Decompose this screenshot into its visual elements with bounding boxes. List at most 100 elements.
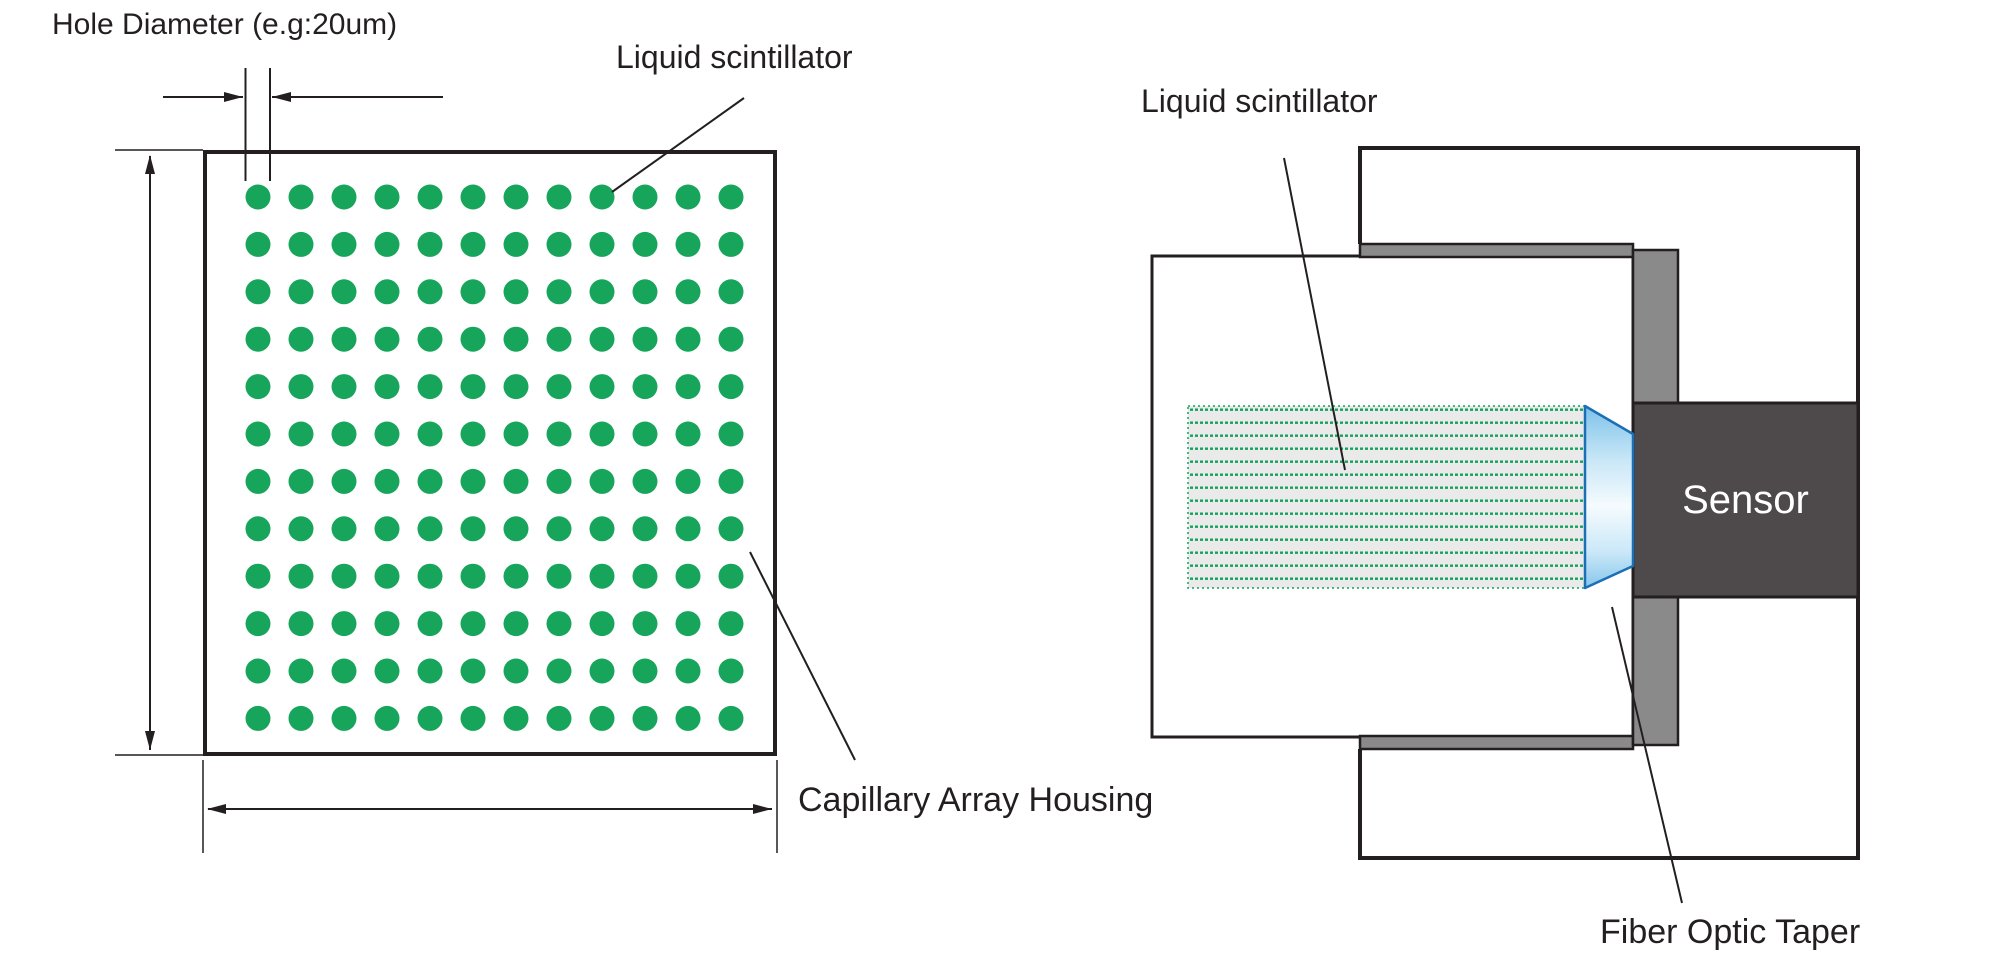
- capillary-hole-dot: [546, 563, 572, 589]
- capillary-hole-dot: [374, 468, 400, 494]
- capillary-hole-dot: [632, 563, 658, 589]
- capillary-hole-dot: [675, 468, 701, 494]
- capillary-hole-dot: [718, 421, 744, 447]
- capillary-hole-dot: [374, 231, 400, 257]
- capillary-hole-dot: [589, 658, 615, 684]
- right-diagram: [1150, 146, 1860, 904]
- capillary-hole-dot: [245, 658, 271, 684]
- capillary-hole-dot: [460, 231, 486, 257]
- capillary-hole-dot: [675, 374, 701, 400]
- capillary-hole-dot: [374, 563, 400, 589]
- capillary-hole-dot: [718, 611, 744, 637]
- capillary-hole-dot: [331, 374, 357, 400]
- capillary-hole-dot: [288, 184, 314, 210]
- capillary-hole-dot: [589, 231, 615, 257]
- leader-capillary-array-housing: [749, 551, 856, 761]
- capillary-hole-dot: [503, 184, 529, 210]
- capillary-hole-dot: [546, 516, 572, 542]
- liquid-scintillator-region: [1187, 405, 1586, 589]
- capillary-hole-dot: [417, 611, 443, 637]
- capillary-hole-dot: [417, 184, 443, 210]
- housing-width-dimension: [202, 760, 778, 853]
- capillary-hole-dot: [288, 611, 314, 637]
- capillary-hole-dot: [632, 231, 658, 257]
- capillary-hole-dot: [331, 231, 357, 257]
- capillary-hole-dot: [503, 563, 529, 589]
- capillary-hole-dot: [374, 184, 400, 210]
- capillary-hole-dot: [718, 658, 744, 684]
- capillary-hole-dot: [460, 563, 486, 589]
- capillary-hole-dot: [374, 326, 400, 352]
- hole-diameter-dimension: [163, 68, 443, 181]
- capillary-hole-dot: [589, 374, 615, 400]
- capillary-hole-dot: [374, 374, 400, 400]
- capillary-hole-dot: [374, 658, 400, 684]
- capillary-array-housing-label: Capillary Array Housing: [798, 781, 1154, 819]
- capillary-hole-dot: [288, 279, 314, 305]
- capillary-hole-dot: [718, 326, 744, 352]
- capillary-hole-dot: [331, 421, 357, 447]
- capillary-hole-dot: [245, 231, 271, 257]
- capillary-hole-dot: [546, 231, 572, 257]
- capillary-hole-dot: [460, 374, 486, 400]
- sensor-label: Sensor: [1682, 478, 1809, 522]
- capillary-hole-dot: [675, 421, 701, 447]
- capillary-hole-dot: [589, 705, 615, 731]
- capillary-hole-dot: [546, 421, 572, 447]
- capillary-hole-dot: [245, 563, 271, 589]
- capillary-hole-dot: [675, 516, 701, 542]
- left-diagram: [115, 68, 856, 853]
- capillary-hole-dot: [589, 468, 615, 494]
- capillary-hole-dot: [245, 705, 271, 731]
- capillary-hole-dot: [503, 705, 529, 731]
- capillary-hole-dot: [632, 705, 658, 731]
- capillary-hole-dot: [546, 279, 572, 305]
- capillary-hole-dot: [718, 468, 744, 494]
- capillary-hole-dot: [331, 611, 357, 637]
- capillary-hole-dot: [331, 326, 357, 352]
- capillary-hole-dot: [417, 705, 443, 731]
- capillary-hole-dot: [546, 326, 572, 352]
- fiber-optic-taper-shape: [1583, 404, 1635, 590]
- liquid-scintillator-label-right: Liquid scintillator: [1141, 83, 1378, 119]
- capillary-hole-dot: [503, 611, 529, 637]
- capillary-hole-dot: [288, 705, 314, 731]
- capillary-hole-dot: [460, 326, 486, 352]
- capillary-hole-dot: [718, 563, 744, 589]
- capillary-hole-dot: [503, 516, 529, 542]
- capillary-hole-dot: [460, 184, 486, 210]
- capillary-hole-dot: [288, 231, 314, 257]
- capillary-hole-dot: [460, 705, 486, 731]
- capillary-hole-dot: [245, 421, 271, 447]
- capillary-hole-dot: [417, 516, 443, 542]
- fiber-optic-taper-label: Fiber Optic Taper: [1600, 913, 1861, 951]
- capillary-hole-dot: [288, 516, 314, 542]
- capillary-hole-dot: [288, 326, 314, 352]
- capillary-hole-dot: [374, 421, 400, 447]
- capillary-hole-dot: [245, 468, 271, 494]
- capillary-hole-dot: [632, 326, 658, 352]
- capillary-hole-dot: [245, 326, 271, 352]
- capillary-hole-dot: [632, 374, 658, 400]
- capillary-hole-dot: [331, 279, 357, 305]
- capillary-hole-dot: [288, 374, 314, 400]
- capillary-hole-dot: [718, 705, 744, 731]
- hole-diameter-label: Hole Diameter (e.g:20um): [52, 8, 398, 41]
- capillary-hole-dot: [589, 326, 615, 352]
- capillary-hole-dot: [675, 326, 701, 352]
- capillary-hole-dot: [718, 279, 744, 305]
- capillary-hole-dot: [460, 468, 486, 494]
- capillary-hole-dot: [374, 611, 400, 637]
- capillary-hole-dot: [417, 374, 443, 400]
- capillary-hole-dot: [417, 468, 443, 494]
- taper-mount-bar-top: [1631, 248, 1680, 405]
- flange-bar-bottom: [1358, 734, 1635, 751]
- capillary-hole-grid: [245, 184, 744, 731]
- capillary-hole-dot: [718, 231, 744, 257]
- capillary-hole-dot: [417, 279, 443, 305]
- capillary-hole-dot: [331, 516, 357, 542]
- capillary-hole-dot: [632, 279, 658, 305]
- capillary-hole-dot: [632, 421, 658, 447]
